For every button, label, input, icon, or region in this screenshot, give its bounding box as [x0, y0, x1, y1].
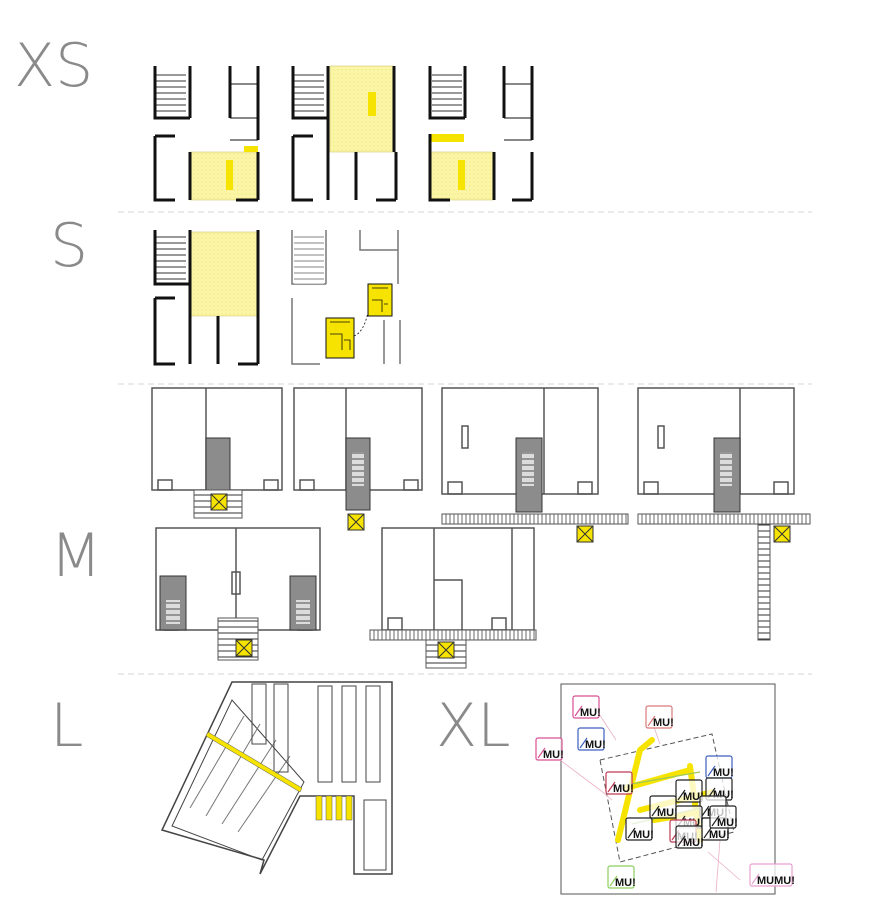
mu-tag-stroke	[711, 815, 720, 827]
mu-tag-label: MU!	[613, 783, 634, 795]
size-label-l: L	[50, 691, 83, 761]
mu-tag-stroke	[627, 827, 636, 839]
mu-tag-label: MU!	[683, 791, 704, 803]
m-unit-3	[441, 387, 629, 543]
xs-plan-1	[153, 66, 260, 202]
mu-tag-stroke	[701, 805, 710, 817]
mu-tag: MU!	[705, 777, 734, 801]
mu-tag: MU!	[675, 779, 704, 803]
mu-tag: MU!	[709, 805, 738, 829]
size-label-xl: XL	[436, 691, 511, 761]
mu-tag-label: MU!	[683, 837, 704, 849]
row-dividers	[118, 211, 812, 675]
mu-tag-label: MU!	[543, 749, 564, 761]
mu-tag: MU!	[605, 771, 634, 795]
mu-tag-stroke	[651, 805, 660, 817]
size-label-xs: XS	[14, 31, 93, 101]
m-unit-4	[637, 387, 811, 641]
mu-tag-label: MU!	[580, 707, 601, 719]
mu-tag: MU!	[645, 705, 674, 729]
m-unit-5	[155, 527, 321, 661]
s-plan-1	[153, 230, 260, 366]
mu-tag-stroke	[579, 737, 588, 749]
mu-tag-stroke	[703, 827, 712, 839]
mu-tag-label: MU!	[717, 817, 738, 829]
mu-tag-stroke	[537, 747, 546, 759]
size-label-s: S	[50, 211, 88, 281]
mu-tag: MU!	[625, 817, 654, 841]
mu-tag-frame	[625, 817, 653, 841]
mu-tag-stroke	[609, 875, 618, 887]
xs-plan-3	[428, 66, 534, 202]
mu-tag-stroke	[574, 705, 583, 717]
mu-tag-frame	[535, 737, 563, 761]
mu-tag: MUMU!	[749, 863, 795, 887]
mu-tag-frame	[645, 705, 673, 729]
mu-tag-frame	[605, 771, 633, 795]
mu-tag: MU!	[577, 727, 606, 751]
mu-tag-frame	[572, 695, 600, 719]
mu-tag-frame	[577, 727, 605, 751]
mu-tag-frame	[675, 779, 703, 803]
mu-tag-stroke	[751, 873, 760, 885]
mu-tag: MU!	[649, 795, 678, 819]
mu-tag: MU!	[705, 755, 734, 779]
m-unit-1	[151, 387, 283, 519]
mu-tag-frame	[607, 865, 635, 889]
mu-tag-label: MU!	[653, 717, 674, 729]
m-unit-2	[293, 387, 423, 531]
mu-tag-stroke	[607, 781, 616, 793]
mu-tag-label: MU!	[709, 829, 730, 841]
mu-tag-label: MU!	[633, 829, 654, 841]
mu-tag-label: MUMU!	[757, 875, 795, 887]
xl-urban-map: MU!MU!MU!MU!MU!MU!MU!MU!MU!MU!MU!MU!MU!M…	[535, 683, 795, 895]
mu-tags: MU!MU!MU!MU!MU!MU!MU!MU!MU!MU!MU!MU!MU!M…	[535, 695, 795, 889]
mu-tag: MU!	[675, 825, 704, 849]
mu-tag-frame	[749, 863, 793, 887]
mu-tag-frame	[675, 825, 703, 849]
mu-tag-stroke	[707, 765, 716, 777]
mu-tag-label: MU!	[713, 767, 734, 779]
mu-tag: MU!	[607, 865, 636, 889]
size-label-m: M	[50, 521, 102, 591]
xs-plan-2	[291, 65, 398, 202]
mu-tag-frame	[709, 805, 737, 829]
m-unit-6	[369, 527, 537, 669]
mu-tag-label: MU!	[615, 877, 636, 889]
mu-tag-stroke	[677, 789, 686, 801]
mu-tag: MU!	[535, 737, 564, 761]
s-plan-2	[291, 230, 401, 365]
l-site-plan	[160, 681, 393, 875]
mu-tag-label: MU!	[585, 739, 606, 751]
mu-tag: MU!	[572, 695, 601, 719]
mu-tag-stroke	[647, 715, 656, 727]
mu-tag-label: MU!	[657, 807, 678, 819]
mu-tag-stroke	[677, 835, 686, 847]
mu-tag: MU!	[701, 817, 730, 841]
